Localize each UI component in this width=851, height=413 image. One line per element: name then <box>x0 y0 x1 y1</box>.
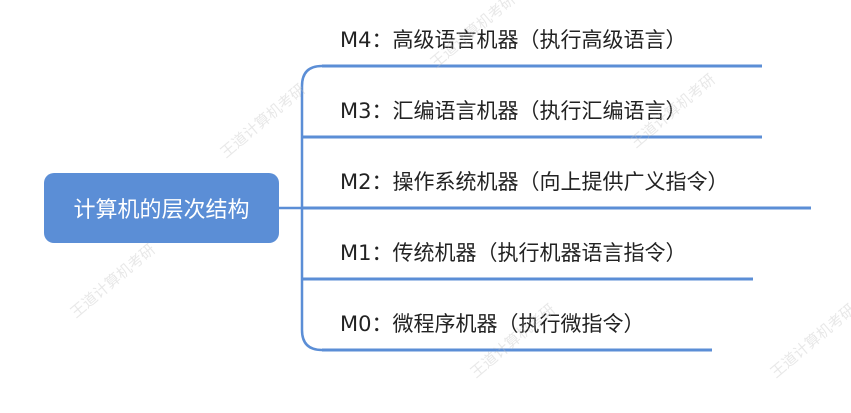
branch-label-m3: M3：汇编语言机器（执行汇编语言） <box>340 99 687 123</box>
root-node: 计算机的层次结构 <box>44 173 279 243</box>
root-label: 计算机的层次结构 <box>73 198 250 223</box>
branch-label-m4: M4：高级语言机器（执行高级语言） <box>340 28 687 52</box>
branch-label-m0: M0：微程序机器（执行微指令） <box>340 312 645 336</box>
branch-label-m1: M1：传统机器（执行机器语言指令） <box>340 241 687 265</box>
branch-label-m2: M2：操作系统机器（向上提供广义指令） <box>340 170 729 194</box>
